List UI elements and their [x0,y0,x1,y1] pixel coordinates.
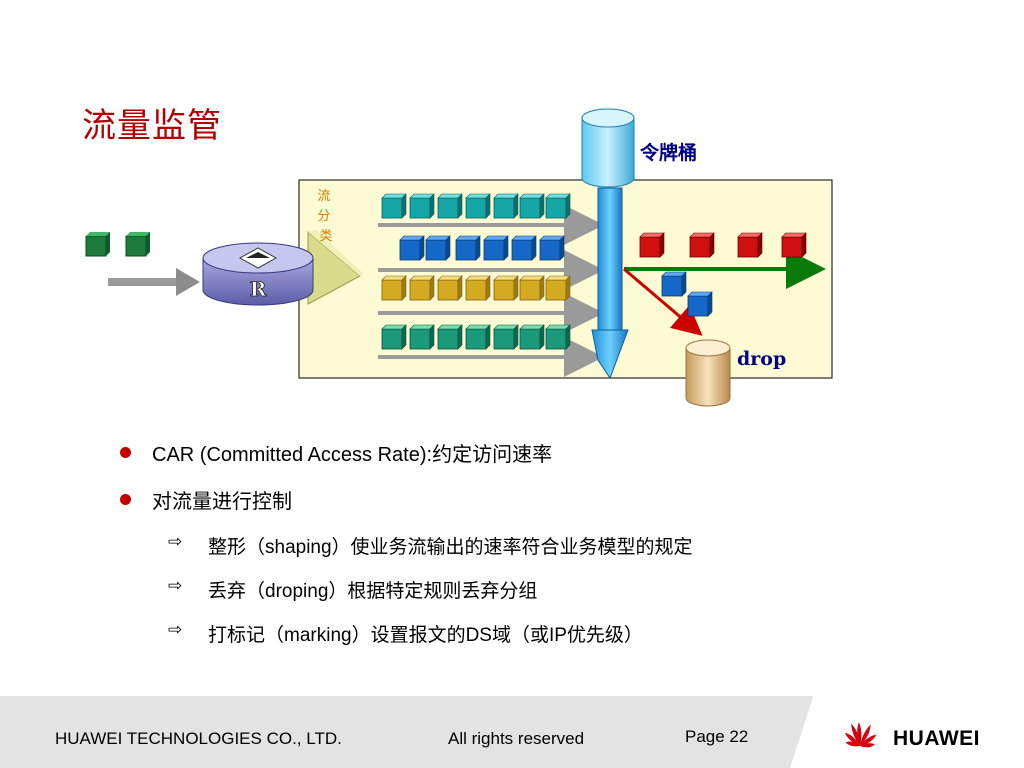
packet-cube [545,324,571,350]
bullet-text: 对流量进行控制 [152,491,292,513]
packet-cube [781,232,807,258]
queue-arrows [378,205,604,377]
slide-title: 流量监管 [82,106,222,146]
packet-cube [409,275,435,301]
page-number: Page 22 [685,727,749,746]
router-label: R [250,277,267,301]
footer-company: HUAWEI TECHNOLOGIES CO., LTD. [55,729,342,748]
incoming-arrow [108,268,200,296]
packet-cube [437,193,463,219]
drop-label: drop [737,348,786,370]
packet-cube [519,275,545,301]
classifier-label: 流 分 类 [317,189,334,244]
packet-cube [519,193,545,219]
packet-cube [381,275,407,301]
packet-cube [437,324,463,350]
packet-queues [381,193,571,350]
arrow-bullet-icon: ⇨ [168,576,183,595]
packet-cube [545,193,571,219]
drop-arrow [623,267,703,336]
packet-cube [493,324,519,350]
packet-cube [437,275,463,301]
output-packets [639,232,807,317]
packet-cube [545,275,571,301]
bullet-text: CAR (Committed Access Rate):约定访问速率 [152,444,553,466]
packet-cube [381,324,407,350]
footer-rights: All rights reserved [448,729,585,748]
bullet-dot [120,494,131,505]
packet-cube [409,324,435,350]
token-bucket-label: 令牌桶 [640,141,697,164]
packet-cube [425,235,451,261]
arrow-bullet-icon: ⇨ [168,620,183,639]
sub-bullet-text: 丢弃（droping）根据特定规则丢弃分组 [208,581,538,602]
packet-cube [639,232,665,258]
router-icon [202,242,314,306]
packet-cube [511,235,537,261]
packet-cube [409,193,435,219]
token-pipe [591,187,629,380]
packet-cube [455,235,481,261]
packet-cube [689,232,715,258]
packet-cube [399,235,425,261]
packet-cube [465,324,491,350]
drop-bucket-icon [685,339,731,407]
packet-cube [661,271,687,297]
packet-cube [483,235,509,261]
huawei-logo-icon [844,722,877,748]
packet-cube [465,275,491,301]
bullet-dot [120,447,131,458]
packet-cube [687,291,713,317]
sub-bullet-text: 打标记（marking）设置报文的DS域（或IP优先级） [208,625,643,646]
packet-cube [493,193,519,219]
token-bucket-icon [581,108,635,188]
packet-cube [519,324,545,350]
sub-bullet-text: 整形（shaping）使业务流输出的速率符合业务模型的规定 [208,537,693,558]
incoming-packets [85,232,150,257]
arrow-bullet-icon: ⇨ [168,532,183,551]
brand-wordmark: HUAWEI [893,727,980,750]
packet-cube [465,193,491,219]
packet-cube [539,235,565,261]
packet-cube [737,232,763,258]
traffic-policing-diagram: R 流 分 类 令牌桶 drop [85,108,833,407]
packet-cube [493,275,519,301]
packet-cube [381,193,407,219]
